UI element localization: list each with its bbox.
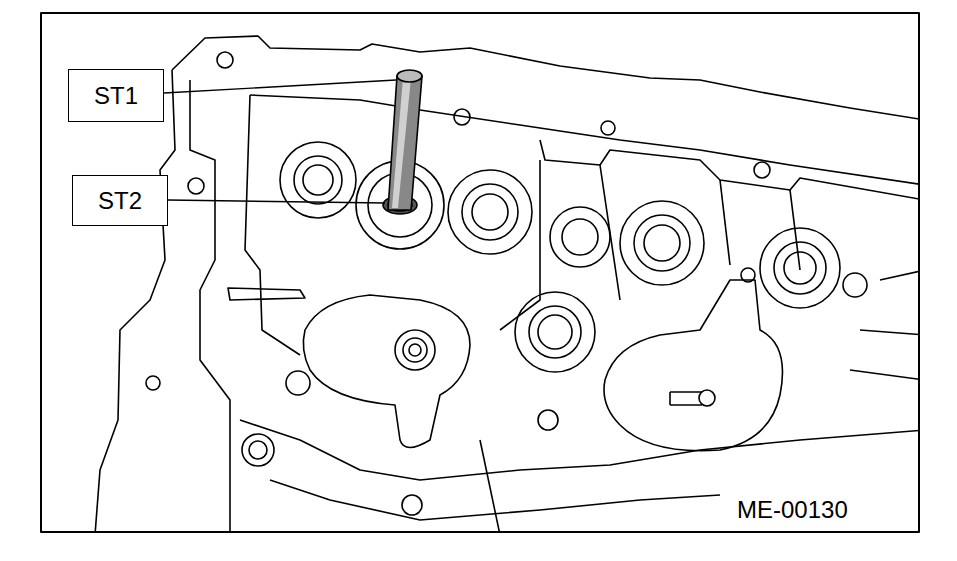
label-box: ST2 (72, 175, 168, 226)
leader-line (168, 200, 385, 203)
frame (41, 13, 919, 532)
cylinder-head (95, 36, 919, 532)
tool-label: ST1 (94, 84, 138, 108)
special-tool (383, 70, 422, 214)
label-box: ST1 (68, 69, 164, 122)
tool-label: ST2 (98, 189, 142, 213)
figure-number: ME-00130 (737, 498, 848, 522)
leader-line (164, 80, 396, 93)
